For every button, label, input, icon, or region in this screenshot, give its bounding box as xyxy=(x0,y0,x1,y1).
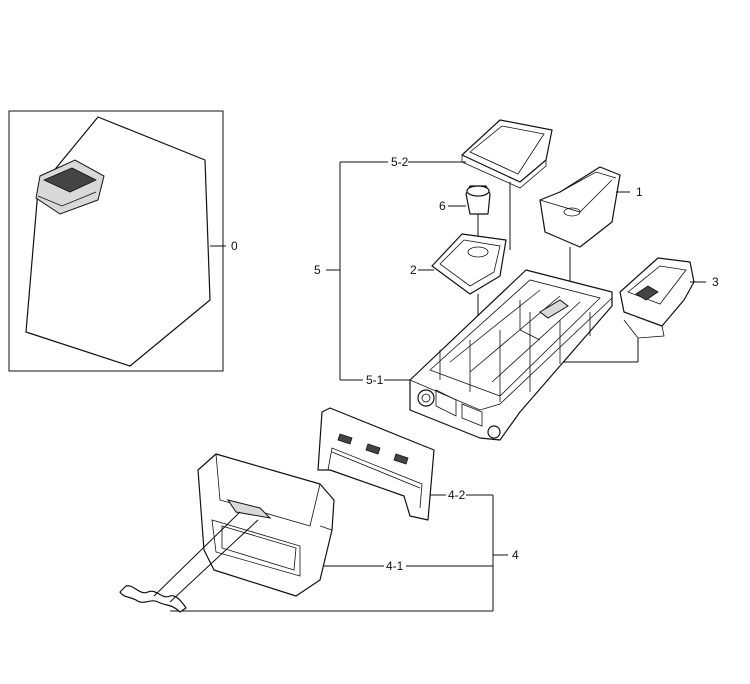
callout-0: 0 xyxy=(231,239,238,253)
callout-5: 5 xyxy=(314,263,321,277)
callout-4: 4 xyxy=(512,548,519,562)
part-5-1-housing xyxy=(409,269,613,441)
cabinet-panel xyxy=(25,116,211,367)
part-5-2-tray xyxy=(461,119,553,250)
drawer-slot xyxy=(43,167,97,193)
bracket-4: 4-2 4 4-1 xyxy=(170,488,519,612)
part-2-tray: 2 xyxy=(410,233,507,330)
callout-4-1: 4-1 xyxy=(386,559,404,573)
callout-5-2: 5-2 xyxy=(391,155,409,169)
callout-4-2: 4-2 xyxy=(448,488,466,502)
grip-strip xyxy=(119,511,259,613)
part-1-cup: 1 xyxy=(539,166,643,300)
callout-1: 1 xyxy=(636,185,643,199)
callout-6: 6 xyxy=(439,199,446,213)
part-3-cup: 3 xyxy=(560,257,719,363)
inset-frame xyxy=(8,110,224,372)
bracket-5: 5 5-2 5-1 xyxy=(314,155,466,387)
callout-5-1: 5-1 xyxy=(366,373,384,387)
callout-2: 2 xyxy=(410,263,417,277)
part-0-inset: 0 xyxy=(8,110,238,372)
part-4-2-panel xyxy=(317,407,435,521)
part-6-knob: 6 xyxy=(439,185,491,240)
part-4-1-front-panel xyxy=(197,453,335,597)
callout-3: 3 xyxy=(712,275,719,289)
